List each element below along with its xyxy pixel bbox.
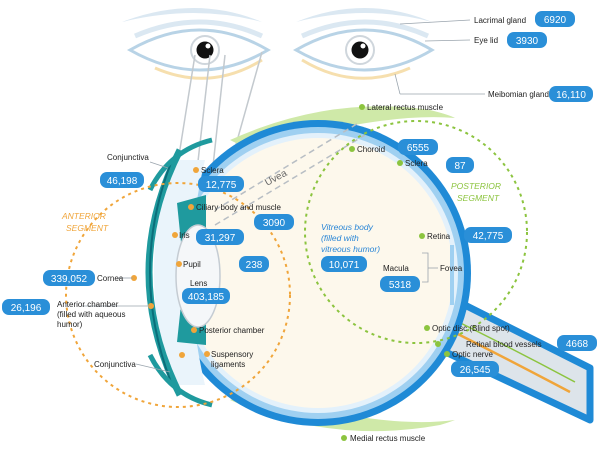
left-pupil xyxy=(196,41,214,59)
vitreous-label-line1: Vitreous body xyxy=(321,222,374,232)
svg-text:31,297: 31,297 xyxy=(205,233,236,244)
sclera-right-label: Sclera xyxy=(405,159,428,168)
vitreous-body-shape xyxy=(183,138,453,408)
svg-text:87: 87 xyxy=(454,161,466,172)
badge-macula: 5318 xyxy=(380,276,420,292)
vitreous-label-line2: (filled with xyxy=(321,233,359,243)
retinal-vessels-label: Retinal blood vessels xyxy=(466,340,542,349)
suspensory-label-line1: Suspensory xyxy=(211,350,253,359)
anterior-dots xyxy=(131,167,210,358)
badge-retinal-vessels: 4668 xyxy=(557,335,597,351)
cornea-inner-line xyxy=(149,159,173,386)
lateral-rectus-label: Lateral rectus muscle xyxy=(367,103,444,112)
posterior-segment-circle xyxy=(304,120,528,344)
pupil-label: Pupil xyxy=(183,260,201,269)
badge-meibomian: 16,110 xyxy=(549,86,593,102)
badge-vitreous: 10,071 xyxy=(321,256,367,272)
svg-text:3930: 3930 xyxy=(516,36,539,47)
badge-lacrimal: 6920 xyxy=(535,11,575,27)
right-glint xyxy=(360,43,366,49)
eyelid-label: Eye lid xyxy=(474,36,498,45)
badge-anterior-chamber: 26,196 xyxy=(2,299,50,315)
svg-text:42,775: 42,775 xyxy=(473,231,504,242)
fovea-label: Fovea xyxy=(440,264,463,273)
macula-label: Macula xyxy=(383,264,409,273)
anterior-segment-circle xyxy=(65,182,291,408)
anterior-segment-title-line2: SEGMENT xyxy=(66,223,109,233)
left-eyebrow xyxy=(122,8,262,22)
lens-label: Lens xyxy=(190,279,207,288)
iris-label: Iris xyxy=(179,231,190,240)
vitreous-label-line3: vitreous humor) xyxy=(321,244,380,254)
svg-text:6555: 6555 xyxy=(407,143,430,154)
posterior-dots xyxy=(341,104,450,441)
svg-text:403,185: 403,185 xyxy=(188,292,225,303)
sclera-left-label: Sclera xyxy=(201,166,224,175)
svg-text:4668: 4668 xyxy=(566,339,589,350)
badge-sclera-left: 12,775 xyxy=(198,176,244,192)
ciliary-label: Ciliary body and muscle xyxy=(196,203,281,212)
right-lower-lid xyxy=(301,58,411,80)
badge-eyelid: 3930 xyxy=(507,32,547,48)
svg-text:3090: 3090 xyxy=(263,218,286,229)
badge-sclera-right: 87 xyxy=(446,157,474,173)
badge-ciliary: 3090 xyxy=(254,214,294,230)
badge-iris: 31,297 xyxy=(196,229,244,245)
anterior-chamber-label-line1: Anterior chamber xyxy=(57,300,119,309)
badge-choroid: 6555 xyxy=(398,139,438,155)
optic-disc-label: Optic disc (Blind spot) xyxy=(432,324,510,333)
badge-conjunctiva-top: 46,198 xyxy=(100,172,144,188)
conjunctiva-top-label: Conjunctiva xyxy=(107,153,149,162)
posterior-segment-title-line2: SEGMENT xyxy=(457,193,500,203)
lacrimal-gland-label: Lacrimal gland xyxy=(474,16,526,25)
badge-cornea: 339,052 xyxy=(43,270,95,286)
uvea-band xyxy=(214,121,366,226)
top-leaders xyxy=(394,19,485,95)
anterior-chamber-label-line2: (filled with aqueous xyxy=(57,310,125,319)
svg-text:46,198: 46,198 xyxy=(107,176,138,187)
posterior-chamber-label: Posterior chamber xyxy=(199,326,265,335)
badge-retina: 42,775 xyxy=(464,227,512,243)
left-eyelid-crease xyxy=(134,19,264,39)
svg-text:10,071: 10,071 xyxy=(329,260,360,271)
medial-rectus-muscle xyxy=(230,392,455,432)
leader-lines xyxy=(82,161,438,373)
right-eyebrow xyxy=(296,8,432,22)
meibomian-glands-label: Meibomian glands xyxy=(488,90,553,99)
svg-text:339,052: 339,052 xyxy=(51,274,88,285)
right-pupil xyxy=(351,41,369,59)
cornea-label: Cornea xyxy=(97,274,124,283)
right-eyelid-crease xyxy=(300,19,430,39)
left-glint xyxy=(205,43,211,49)
conjunctiva-top-shape xyxy=(147,137,213,192)
svg-text:12,775: 12,775 xyxy=(206,180,237,191)
svg-text:6920: 6920 xyxy=(544,15,567,26)
optic-nerve-label: Optic nerve xyxy=(452,350,493,359)
anterior-chamber-label-line3: humor) xyxy=(57,320,83,329)
svg-text:26,196: 26,196 xyxy=(11,303,42,314)
badge-lens: 403,185 xyxy=(182,288,230,304)
svg-text:5318: 5318 xyxy=(389,280,412,291)
badge-optic-nerve: 26,545 xyxy=(451,361,499,377)
suspensory-label-line2: ligaments xyxy=(211,360,245,369)
conjunctiva-bottom-shape xyxy=(147,353,213,408)
retina-label: Retina xyxy=(427,232,451,241)
svg-text:26,545: 26,545 xyxy=(460,365,491,376)
posterior-segment-title-line1: POSTERIOR xyxy=(451,181,501,191)
conjunctiva-bottom-label: Conjunctiva xyxy=(94,360,136,369)
badge-pupil: 238 xyxy=(239,256,269,272)
count-badges: 6920 3930 16,110 46,198 12,775 3090 31,2… xyxy=(2,11,597,377)
external-eyes xyxy=(122,8,435,80)
medial-rectus-label: Medial rectus muscle xyxy=(350,434,426,443)
left-lower-lid xyxy=(154,58,263,80)
svg-text:238: 238 xyxy=(246,260,263,271)
svg-text:16,110: 16,110 xyxy=(556,90,586,101)
anterior-segment-title-line1: ANTERIOR xyxy=(61,211,106,221)
choroid-label: Choroid xyxy=(357,145,385,154)
